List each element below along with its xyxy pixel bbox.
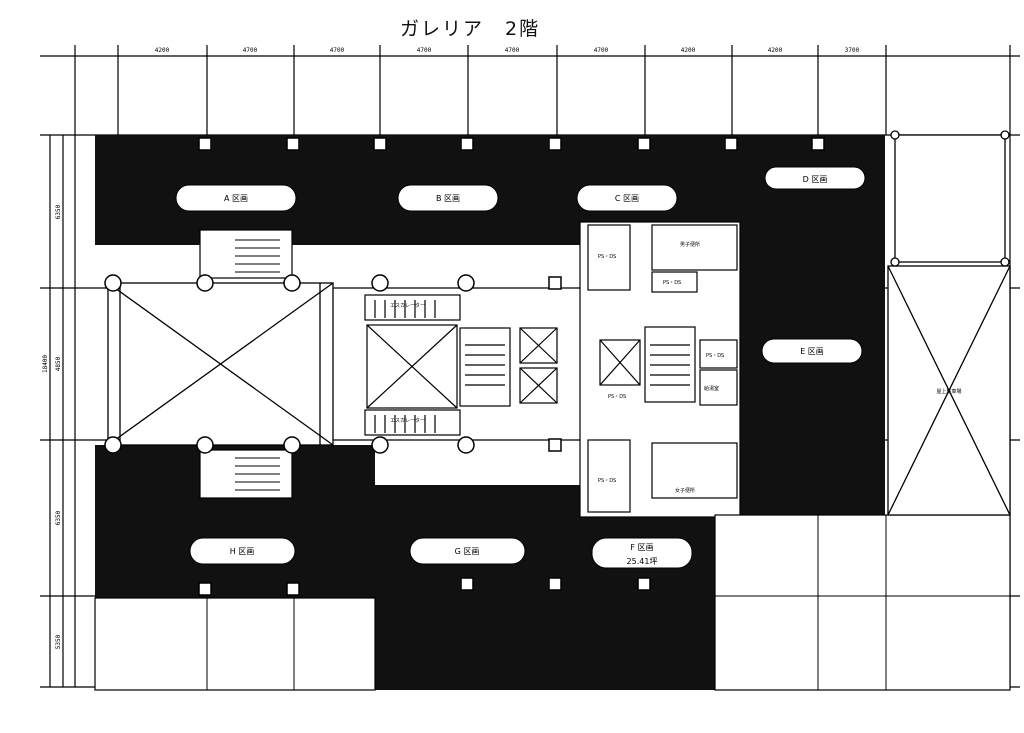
escalator-south-label: エスカレーター [390,417,425,424]
zone-f-label: F 区画 [630,543,653,552]
ps-room-3 [699,339,738,369]
escalator-north [364,294,461,321]
svg-text:4700: 4700 [417,47,432,54]
central-core [364,224,738,513]
svg-text:4850: 4850 [55,356,62,371]
ps-room-2 [651,271,698,293]
rooftop-label: 屋上駐車場 [936,388,961,395]
kitchenette-label: 給湯室 [704,385,719,392]
rooftop-area [887,130,1011,516]
womens-toilet-label: 女子便所 [675,487,695,494]
escalator-north-label: エスカレーター [390,302,425,309]
escalator-south [364,409,461,436]
ps-ds-label-4: PS・DS [608,394,626,400]
lower-right-area [714,514,1011,691]
ps-ds-label-2: PS・DS [663,280,681,286]
zone-a-label: A 区画 [224,194,248,203]
ps-ds-label-1: PS・DS [598,254,616,260]
svg-text:6350: 6350 [55,510,62,525]
svg-text:5350: 5350 [55,634,62,649]
zone-b-label: B 区画 [436,194,460,203]
zone-d-e [740,135,885,515]
zone-h-label: H 区画 [230,547,255,556]
svg-text:4700: 4700 [330,47,345,54]
atrium-void [107,282,334,446]
svg-text:6350: 6350 [55,204,62,219]
page-title: ガレリア 2階 [400,18,541,40]
top-dimensions: 4200 4700 4700 4700 4700 4700 4200 4200 … [155,47,860,54]
lower-left-area [94,597,376,691]
zone-f [555,485,715,690]
womens-toilet-room [651,442,738,499]
svg-text:4700: 4700 [243,47,258,54]
mens-toilet-room [651,224,738,271]
svg-text:3700: 3700 [845,47,860,54]
zone-g-label: G 区画 [455,547,480,556]
kitchenette-room [699,369,738,406]
stair-north [199,229,293,279]
ps-ds-label-3: PS・DS [706,353,724,359]
svg-text:4700: 4700 [505,47,520,54]
ps-room-1 [587,224,631,291]
central-stair [459,327,511,407]
svg-text:18400: 18400 [42,355,49,373]
mens-toilet-label: 男子便所 [680,241,700,248]
zone-c-label: C 区画 [615,194,639,203]
zone-e-label: E 区画 [800,347,824,356]
svg-text:4200: 4200 [681,47,696,54]
svg-text:4200: 4200 [155,47,170,54]
ps-ds-label-5: PS・DS [598,478,616,484]
ps-room-5 [587,439,631,513]
zone-d-label: D 区画 [803,175,828,184]
svg-text:4700: 4700 [594,47,609,54]
columns [104,137,825,596]
svg-text:4200: 4200 [768,47,783,54]
left-dimensions: 6350 4850 6350 5350 18400 [42,204,62,649]
zone-f-area: 25.41坪 [627,557,658,566]
